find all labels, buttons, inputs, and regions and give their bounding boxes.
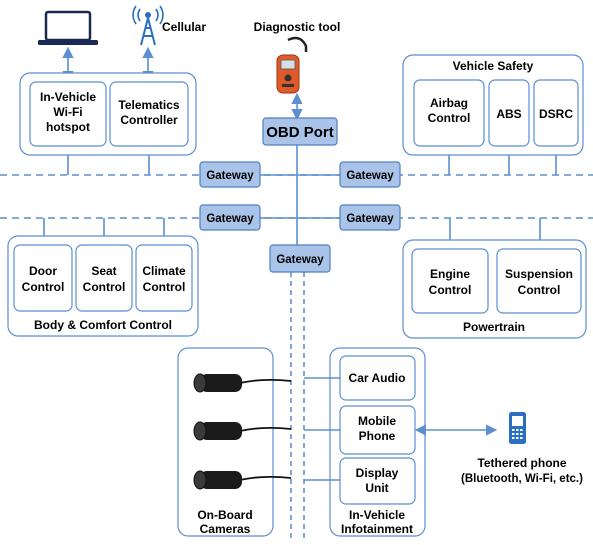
svg-text:OBD Port: OBD Port <box>266 124 334 141</box>
svg-text:Gateway: Gateway <box>346 213 394 225</box>
svg-text:Unit: Unit <box>365 481 388 495</box>
gateway-upper-left: Gateway <box>199 161 261 188</box>
svg-text:Car Audio: Car Audio <box>349 371 406 385</box>
gateway-infotainment: Gateway <box>269 244 331 273</box>
airbag-box <box>413 79 485 147</box>
vehicle-safety-label: Vehicle Safety <box>453 59 534 73</box>
seat-control-box <box>75 244 133 312</box>
powertrain-label: Powertrain <box>463 320 525 334</box>
svg-text:Wi-Fi: Wi-Fi <box>53 105 82 119</box>
tethered-phone-label: Tethered phone <box>477 456 566 470</box>
svg-text:Control: Control <box>143 280 186 294</box>
suspension-control-box <box>496 248 582 314</box>
svg-text:Controller: Controller <box>120 113 178 127</box>
svg-text:hotspot: hotspot <box>46 120 90 134</box>
svg-text:Gateway: Gateway <box>206 170 254 182</box>
svg-text:Mobile: Mobile <box>358 414 396 428</box>
svg-text:Control: Control <box>428 111 471 125</box>
laptop-icon <box>38 10 98 45</box>
climate-control-box <box>135 244 193 312</box>
smartphone-icon <box>509 412 526 444</box>
svg-text:Phone: Phone <box>359 429 396 443</box>
gateway-upper-right: Gateway <box>339 161 401 188</box>
dsrc-box <box>533 79 579 147</box>
svg-text:Control: Control <box>83 280 126 294</box>
abs-box <box>488 79 530 147</box>
svg-text:Telematics: Telematics <box>118 98 179 112</box>
svg-text:In-Vehicle: In-Vehicle <box>40 90 96 104</box>
engine-control-box <box>411 248 489 314</box>
camera-icon <box>193 421 292 441</box>
gateway-lower-left: Gateway <box>199 204 261 231</box>
svg-text:In-Vehicle: In-Vehicle <box>349 508 405 522</box>
door-control-box <box>13 244 73 312</box>
svg-text:DSRC: DSRC <box>539 107 573 121</box>
svg-text:Seat: Seat <box>91 264 116 278</box>
svg-text:Climate: Climate <box>142 264 186 278</box>
svg-text:Control: Control <box>518 283 561 297</box>
svg-text:Door: Door <box>29 264 57 278</box>
svg-text:Gateway: Gateway <box>346 170 394 182</box>
car-audio-box <box>339 355 416 401</box>
svg-text:On-Board: On-Board <box>197 508 252 522</box>
svg-text:Gateway: Gateway <box>276 254 324 266</box>
cell-tower-icon <box>132 5 164 46</box>
gateway-lower-right: Gateway <box>339 204 401 231</box>
svg-text:Infotainment: Infotainment <box>341 522 413 536</box>
camera-icon <box>193 373 292 393</box>
display-unit-box <box>339 457 416 505</box>
svg-text:Engine: Engine <box>430 267 470 281</box>
obd-scanner-icon <box>276 36 308 94</box>
svg-text:Suspension: Suspension <box>505 267 573 281</box>
svg-text:Cameras: Cameras <box>200 522 251 536</box>
svg-text:Control: Control <box>429 283 472 297</box>
camera-icon <box>193 470 292 490</box>
telematics-box <box>109 81 189 147</box>
svg-text:Control: Control <box>22 280 65 294</box>
obd-port-box <box>262 117 338 146</box>
body-comfort-label: Body & Comfort Control <box>34 318 172 332</box>
svg-text:ABS: ABS <box>496 107 521 121</box>
cellular-label: Cellular <box>162 20 206 34</box>
wifi-hotspot-box <box>29 81 107 147</box>
svg-text:Airbag: Airbag <box>430 96 468 110</box>
tethered-phone-sublabel: (Bluetooth, Wi-Fi, etc.) <box>461 473 583 485</box>
svg-text:Display: Display <box>356 466 399 480</box>
svg-text:Gateway: Gateway <box>206 213 254 225</box>
diagnostic-tool-label: Diagnostic tool <box>254 20 341 34</box>
